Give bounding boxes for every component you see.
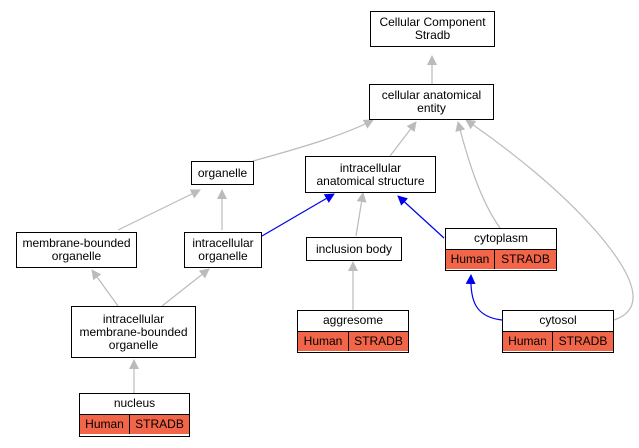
aggresome-annotation-row: Human STRADB [298, 332, 408, 351]
node-aggresome[interactable]: aggresome Human STRADB [297, 310, 409, 353]
node-inclusion-body[interactable]: inclusion body [306, 237, 402, 261]
aggresome-label: aggresome [298, 311, 408, 332]
node-cellular-anatomical-entity[interactable]: cellular anatomical entity [369, 84, 494, 120]
cytosol-gene: STRADB [552, 332, 613, 351]
cytoplasm-label: cytoplasm [446, 229, 556, 250]
node-organelle[interactable]: organelle [191, 161, 254, 185]
cytosol-annotation-row: Human STRADB [503, 332, 613, 351]
edge-io-to-ias [261, 193, 335, 237]
node-intracellular-organelle[interactable]: intracellular organelle [184, 232, 262, 268]
nucleus-annotation-row: Human STRADB [80, 415, 189, 434]
edge-inclusion-to-ias [355, 192, 367, 237]
node-root[interactable]: Cellular Component Stradb [370, 11, 495, 47]
cytoplasm-annotation-row: Human STRADB [446, 250, 556, 269]
node-intracellular-membrane-bounded-organelle[interactable]: intracellular membrane-bounded organelle [71, 306, 196, 358]
edge-cytoplasm-to-cae [455, 121, 501, 229]
node-nucleus[interactable]: nucleus Human STRADB [79, 393, 190, 437]
edge-organelle-to-cae [252, 119, 374, 162]
edge-imbo-to-io [161, 268, 210, 307]
nucleus-species: Human [85, 417, 124, 431]
edge-imbo-to-mbo [91, 269, 119, 307]
node-cytosol[interactable]: cytosol Human STRADB [502, 310, 614, 353]
edge-ias-to-cae [389, 121, 417, 157]
edge-cytosol-to-cytoplasm [465, 274, 503, 321]
node-membrane-bounded-organelle[interactable]: membrane-bounded organelle [16, 232, 137, 268]
cytoplasm-species: Human [450, 252, 490, 266]
edge-cytoplasm-to-ias [397, 195, 445, 239]
aggresome-gene: STRADB [348, 332, 408, 351]
cytosol-species: Human [508, 334, 547, 348]
node-intracellular-anatomical-structure[interactable]: intracellular anatomical structure [305, 156, 436, 193]
aggresome-species: Human [303, 334, 343, 348]
edge-mbo-to-organelle [117, 189, 201, 231]
cytosol-label: cytosol [503, 311, 613, 332]
cytoplasm-gene: STRADB [494, 250, 556, 269]
nucleus-label: nucleus [80, 394, 189, 415]
nucleus-gene: STRADB [129, 415, 189, 434]
edge-cytosol-to-cae [465, 119, 634, 321]
node-cytoplasm[interactable]: cytoplasm Human STRADB [445, 228, 557, 271]
